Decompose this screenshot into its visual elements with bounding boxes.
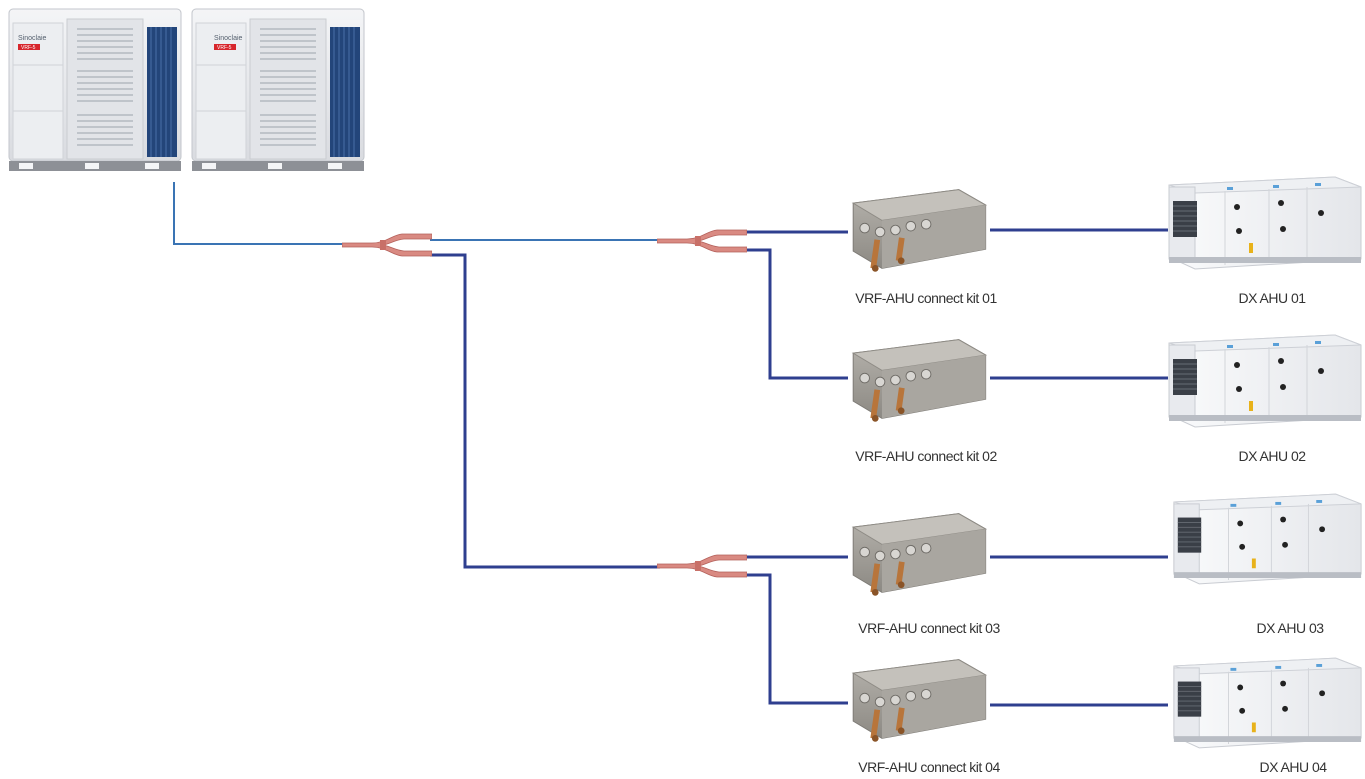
connect-kit-label: VRF-AHU connect kit 04	[858, 759, 1000, 775]
dx-ahu-03: DX AHU 03	[1173, 493, 1362, 636]
connect-kits: VRF-AHU connect kit 01 VRF-AHU connect k…	[852, 189, 1001, 775]
air-handling-unit-icon	[1168, 334, 1362, 428]
refnet-branch-joint-icon	[657, 554, 747, 578]
refnet-joints	[342, 229, 747, 578]
refrigerant-piping	[173, 182, 1168, 707]
connect-kit-03: VRF-AHU connect kit 03	[852, 513, 1001, 636]
pipe-main-lower	[430, 253, 660, 569]
ahu-connect-kit-icon	[852, 513, 987, 597]
dx-ahu-02: DX AHU 02	[1168, 334, 1362, 464]
connect-kit-label: VRF-AHU connect kit 02	[855, 448, 997, 464]
connect-kit-label: VRF-AHU connect kit 03	[858, 620, 1000, 636]
ahu-label: DX AHU 01	[1238, 290, 1306, 306]
air-handling-unit-icon	[1168, 176, 1362, 270]
outdoor-unit-group: Sinoclaie VRF-5 Sinoclaie VRF-5	[8, 8, 365, 172]
ahu-label: DX AHU 04	[1259, 759, 1327, 775]
ahu-connect-kit-icon	[852, 189, 987, 273]
ahu-label: DX AHU 03	[1256, 620, 1324, 636]
outdoor-unit-brand: Sinoclaie	[18, 35, 47, 42]
connect-kit-04: VRF-AHU connect kit 04	[852, 659, 1001, 775]
vrf-outdoor-unit-icon	[191, 8, 365, 172]
ahu-connect-kit-icon	[852, 659, 987, 743]
vrf-outdoor-unit-icon	[8, 8, 182, 172]
ahu-label: DX AHU 02	[1238, 448, 1306, 464]
air-handling-unit-icon	[1173, 657, 1362, 749]
refnet-branch-joint-icon	[657, 229, 747, 253]
connect-kit-label: VRF-AHU connect kit 01	[855, 290, 997, 306]
air-handling-units: DX AHU 01 DX AHU 02 DX AHU 03 DX AHU 04	[1168, 176, 1362, 775]
outdoor-unit-brand: Sinoclaie	[214, 35, 243, 42]
outdoor-unit-2: Sinoclaie VRF-5	[191, 8, 365, 172]
pipe-kit02	[745, 248, 848, 380]
pipe-odu-trunk	[173, 182, 344, 245]
brand-badge	[214, 44, 236, 50]
dx-ahu-01: DX AHU 01	[1168, 176, 1362, 306]
connect-kit-01: VRF-AHU connect kit 01	[852, 189, 998, 306]
outdoor-unit-1: Sinoclaie VRF-5	[8, 8, 182, 172]
pipe-kit04	[745, 573, 848, 705]
brand-badge	[18, 44, 40, 50]
refnet-branch-joint-icon	[342, 233, 432, 257]
outdoor-unit-badge: VRF-5	[217, 45, 232, 51]
dx-ahu-04: DX AHU 04	[1173, 657, 1362, 775]
connect-kit-02: VRF-AHU connect kit 02	[852, 339, 998, 464]
ahu-connect-kit-icon	[852, 339, 987, 423]
outdoor-unit-badge: VRF-5	[21, 45, 36, 51]
air-handling-unit-icon	[1173, 493, 1362, 585]
